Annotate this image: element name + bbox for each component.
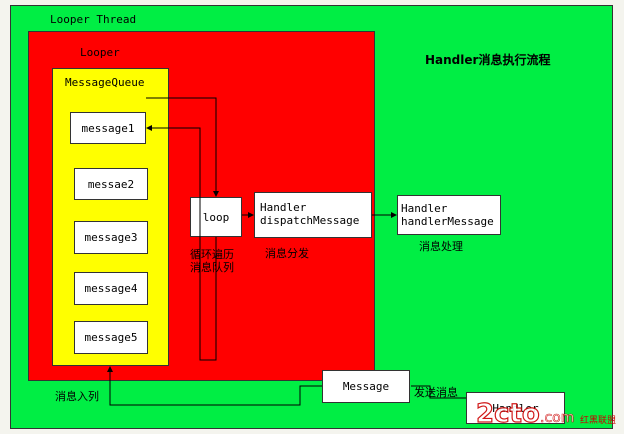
dispatch-line1: Handler: [260, 201, 307, 214]
message-queue-label: MessageQueue: [65, 76, 145, 89]
diagram-title: Handler消息执行流程: [425, 53, 551, 67]
loop-caption-line1: 循环遍历: [190, 248, 234, 261]
loop-box: loop: [190, 197, 242, 237]
svg-text:.com: .com: [540, 410, 574, 426]
enqueue-caption: 消息入列: [55, 390, 99, 403]
handle-line2: handlerMessage: [401, 215, 494, 228]
handle-message-box: Handler handlerMessage: [397, 195, 501, 235]
handle-line1: Handler: [401, 202, 448, 215]
looper-label: Looper: [80, 46, 120, 59]
watermark-logo: 2cto .com: [475, 398, 574, 429]
queue-message-5: message5: [74, 321, 148, 354]
message-box: Message: [322, 370, 410, 403]
svg-text:2cto: 2cto: [476, 399, 540, 429]
dispatch-message-box: Handler dispatchMessage: [254, 192, 372, 238]
handle-caption: 消息处理: [419, 240, 463, 253]
dispatch-caption: 消息分发: [265, 247, 309, 260]
sender-handler-box: Handler: [466, 392, 565, 424]
queue-message-2: messae2: [74, 168, 148, 200]
looper-thread-label: Looper Thread: [50, 13, 137, 26]
queue-message-4: message4: [74, 272, 148, 305]
dispatch-line2: dispatchMessage: [260, 214, 360, 227]
queue-message-1: message1: [70, 112, 146, 144]
queue-message-3: message3: [74, 221, 148, 254]
loop-caption-line2: 消息队列: [190, 261, 234, 274]
send-caption: 发送消息: [414, 386, 458, 399]
watermark-text: 红黑联盟: [579, 416, 616, 426]
